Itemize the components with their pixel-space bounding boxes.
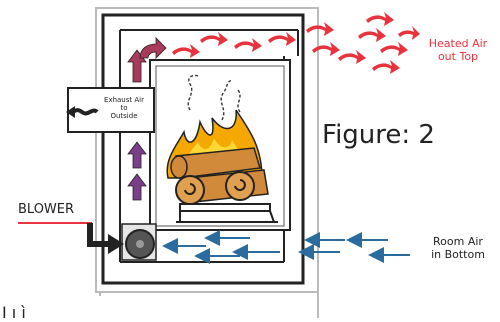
log-end-ring <box>184 183 196 195</box>
heated-air-arrow <box>366 12 394 26</box>
blower-pointer-head <box>108 234 124 254</box>
room-air-arrows <box>162 230 410 264</box>
heated-air-label-text: Heated Air out Top <box>428 37 488 63</box>
heated-air-arrow <box>172 44 200 58</box>
exhaust-air-label: Exhaust Air to Outside <box>94 96 154 120</box>
curving-warm-arrow <box>139 37 167 59</box>
outer-cabinet <box>95 7 319 293</box>
heated-air-arrow <box>312 42 340 56</box>
exhaust-air-label-text: Exhaust Air to Outside <box>104 96 144 120</box>
heated-air-arrow <box>306 22 334 36</box>
heated-air-arrow <box>380 42 408 56</box>
heated-air-label: Heated Air out Top <box>418 37 498 63</box>
grate-leg <box>269 210 275 223</box>
exhaust-arrowhead <box>66 106 75 118</box>
exhaust-flue <box>67 87 155 133</box>
exhaust-arrow <box>71 108 99 116</box>
rising-air-arrow <box>127 173 147 201</box>
heated-air-arrow <box>200 32 228 46</box>
heated-air-arrow <box>234 38 262 52</box>
smoke-wisp <box>187 74 199 111</box>
partial-text: I ı ı̀ <box>2 303 26 322</box>
heated-air-arrow <box>398 26 420 40</box>
room-air-label: Room Air in Bottom <box>418 235 498 261</box>
heated-air-arrow <box>358 28 386 42</box>
firebox-inner <box>155 65 285 227</box>
blower-hub <box>136 240 144 248</box>
log-end <box>170 155 188 179</box>
blower-pointer-arrow <box>87 223 108 247</box>
smoke-wisp <box>237 89 241 113</box>
blower-label: BLOWER <box>18 202 75 217</box>
log-end <box>225 171 255 201</box>
rising-air-arrow <box>127 141 147 169</box>
log-end-ring <box>234 179 246 191</box>
log-end <box>175 175 205 205</box>
figure-label: Figure: 2 <box>322 120 435 150</box>
heated-air-arrow <box>372 60 400 74</box>
heated-air-arrow <box>268 32 296 46</box>
fire-grate <box>179 203 271 212</box>
room-air-label-text: Room Air in Bottom <box>431 235 485 261</box>
heated-air-arrow <box>338 50 366 64</box>
heated-air-arrows <box>172 12 420 74</box>
